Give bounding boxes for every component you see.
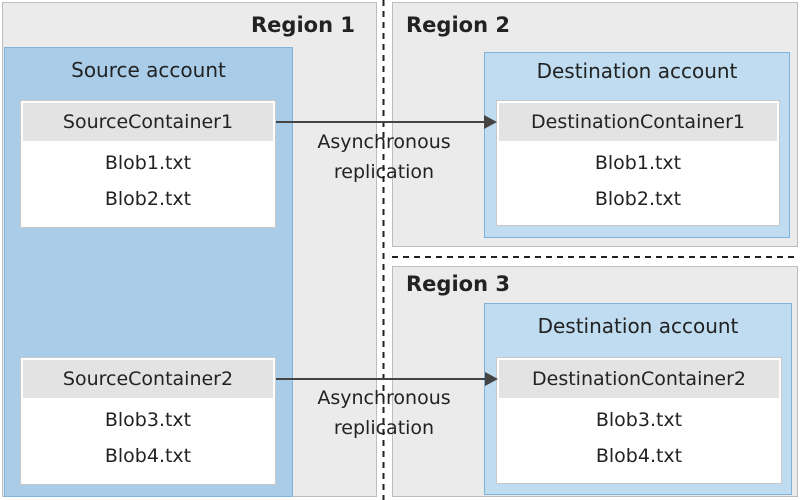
container-name: DestinationContainer2 bbox=[499, 360, 779, 398]
blob: Blob2.txt bbox=[104, 188, 192, 210]
region-1-title: Region 1 bbox=[251, 13, 355, 37]
blob: Blob1.txt bbox=[104, 152, 192, 174]
replication-label-2: Asynchronous replication bbox=[294, 383, 474, 443]
replication-label-1: Asynchronous replication bbox=[294, 127, 474, 187]
destination-container-1: DestinationContainer1 Blob1.txt Blob2.tx… bbox=[496, 100, 780, 226]
destination-account-title: Destination account bbox=[537, 314, 739, 338]
label-line: replication bbox=[333, 161, 435, 183]
label-line: Asynchronous bbox=[317, 131, 451, 153]
label-line: Asynchronous bbox=[317, 387, 451, 409]
destination-container-2: DestinationContainer2 Blob3.txt Blob4.tx… bbox=[496, 357, 782, 484]
container-name: DestinationContainer1 bbox=[499, 103, 777, 141]
blob: Blob3.txt bbox=[595, 409, 683, 431]
label-line: replication bbox=[333, 417, 435, 439]
destination-account-title: Destination account bbox=[536, 59, 738, 83]
source-container-2: SourceContainer2 Blob3.txt Blob4.txt bbox=[20, 357, 276, 485]
blob: Blob2.txt bbox=[594, 188, 682, 210]
region-2-title: Region 2 bbox=[406, 13, 510, 37]
blob: Blob1.txt bbox=[594, 152, 682, 174]
blob: Blob3.txt bbox=[104, 409, 192, 431]
source-container-1: SourceContainer1 Blob1.txt Blob2.txt bbox=[20, 100, 276, 228]
arrowhead-icon bbox=[485, 372, 498, 386]
container-name: SourceContainer2 bbox=[23, 360, 273, 398]
blob: Blob4.txt bbox=[595, 445, 683, 467]
source-account-title: Source account bbox=[71, 58, 226, 82]
region-3-title: Region 3 bbox=[406, 272, 510, 296]
arrowhead-icon bbox=[484, 115, 497, 129]
container-name: SourceContainer1 bbox=[23, 103, 273, 141]
blob: Blob4.txt bbox=[104, 445, 192, 467]
